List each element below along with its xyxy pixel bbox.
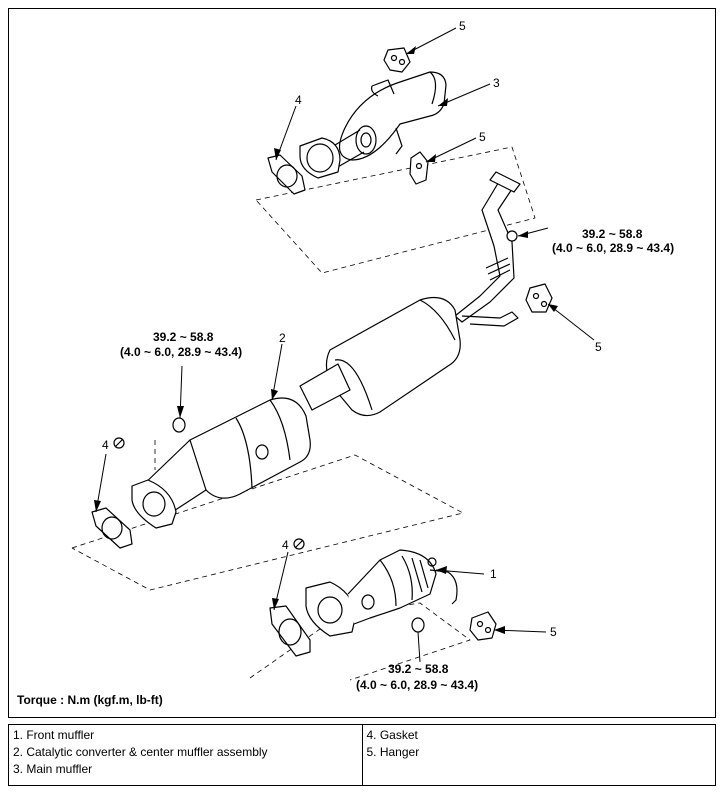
- guide-line-middle: [71, 454, 464, 591]
- gasket-upper: [267, 154, 306, 195]
- hanger-top: [383, 47, 411, 73]
- torque-value-middle: 39.2 ~ 58.8: [153, 330, 214, 344]
- torque-units-caption: Torque : N.m (kgf.m, lb-ft): [17, 693, 163, 707]
- legend-column-left: 1. Front muffler 2. Catalytic converter …: [8, 724, 363, 786]
- callout-4-middle: 4: [102, 438, 109, 452]
- hanger-right: [525, 283, 553, 313]
- no-reuse-icon: [113, 437, 125, 449]
- callout-5-right: 5: [595, 340, 602, 354]
- leader-nut-lower: [417, 631, 421, 663]
- callout-5-bottom: 5: [550, 625, 557, 639]
- nut-lower: [411, 617, 425, 633]
- hanger-muffler: [409, 151, 429, 185]
- legend-item: 5. Hanger: [366, 745, 420, 759]
- exhaust-diagram: 5 3 5 4 5 2 4 4 1 5 39.2 ~ 58.8 (4.0 ~ 6…: [71, 19, 674, 692]
- torque-alt-middle: (4.0 ~ 6.0, 28.9 ~ 43.4): [120, 345, 242, 359]
- center-muffler-assembly: [131, 171, 521, 529]
- gasket-middle: [91, 507, 133, 549]
- callout-2: 2: [279, 331, 286, 345]
- torque-value-lower: 39.2 ~ 58.8: [388, 662, 449, 676]
- leader-5-right: [547, 303, 595, 341]
- main-muffler: [329, 71, 447, 169]
- muffler-inlet-flange: [299, 137, 341, 179]
- legend-item: 4. Gasket: [366, 728, 418, 742]
- callout-5-muffler: 5: [479, 130, 486, 144]
- legend-item: 2. Catalytic converter & center muffler …: [13, 745, 268, 759]
- guide-line-lower: [249, 602, 471, 681]
- legend-item: 1. Front muffler: [13, 728, 95, 742]
- hanger-bottom: [469, 611, 497, 641]
- nut-middle: [172, 417, 186, 433]
- legend-item: 3. Main muffler: [13, 762, 93, 776]
- legend-column-right: 4. Gasket 5. Hanger: [361, 724, 716, 786]
- front-muffler: [305, 549, 458, 637]
- nut-right: [506, 230, 518, 242]
- diagram-frame: [8, 8, 716, 718]
- callout-1: 1: [490, 567, 497, 581]
- callout-5-top: 5: [459, 19, 466, 33]
- callout-4-upper: 4: [295, 93, 302, 107]
- callout-3: 3: [493, 76, 500, 90]
- torque-alt-right: (4.0 ~ 6.0, 28.9 ~ 43.4): [552, 241, 674, 255]
- torque-value-right: 39.2 ~ 58.8: [582, 227, 643, 241]
- torque-alt-lower: (4.0 ~ 6.0, 28.9 ~ 43.4): [356, 678, 478, 692]
- gasket-lower: [269, 605, 311, 657]
- no-reuse-icon: [293, 538, 305, 550]
- callout-4-lower: 4: [282, 538, 289, 552]
- parts-legend: 1. Front muffler 2. Catalytic converter …: [8, 724, 716, 786]
